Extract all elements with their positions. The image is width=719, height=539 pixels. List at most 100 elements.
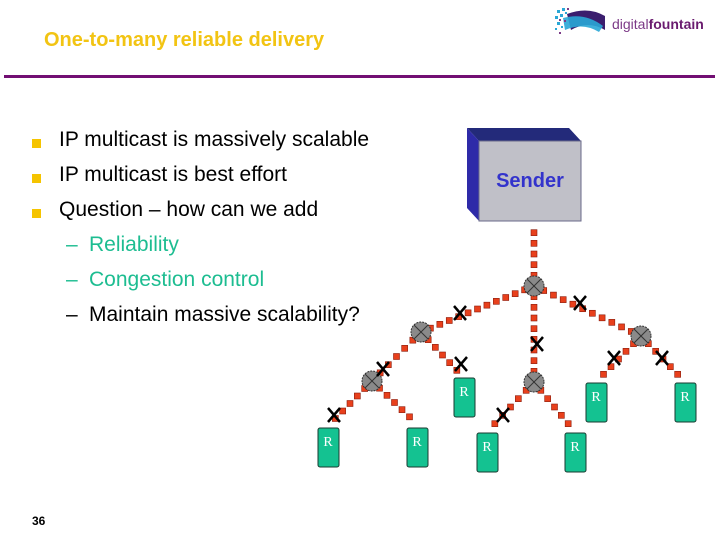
sub-bullet-text: Maintain massive scalability?: [89, 303, 360, 326]
bullet-text: IP multicast is massively scalable: [59, 128, 370, 151]
receiver-label: R: [570, 440, 580, 455]
link-dot: [607, 363, 615, 370]
link-dot: [530, 240, 538, 247]
link-dot: [569, 300, 577, 308]
link-dot: [600, 371, 607, 378]
links-group: [332, 229, 681, 427]
link-dot: [436, 321, 444, 328]
link-dot: [464, 309, 472, 317]
link-dot: [346, 400, 354, 407]
link-dot: [406, 413, 413, 421]
receiver-label: R: [482, 440, 492, 455]
link-dot: [511, 290, 519, 297]
receivers-group: R R R R R R R: [317, 377, 697, 473]
router-icon: [630, 325, 652, 347]
link-dot: [502, 294, 510, 301]
receiver-label: R: [412, 435, 422, 450]
link-dot: [530, 229, 538, 236]
link-dot: [530, 357, 538, 364]
sender-box: [467, 128, 582, 222]
link-dot: [507, 403, 514, 411]
link-dot: [483, 301, 491, 309]
sub-bullet-text: Congestion control: [89, 268, 265, 291]
packet-loss-x-icon: [607, 350, 621, 366]
router-icon: [410, 321, 432, 343]
packet-loss-x-icon: [655, 350, 669, 366]
link-dot: [391, 399, 398, 406]
page-number: 36: [32, 514, 46, 528]
link-dot: [564, 420, 572, 427]
title-divider: [4, 75, 715, 78]
link-dot: [667, 363, 674, 370]
sender-label: Sender: [496, 170, 564, 192]
dash-marker: –: [66, 233, 78, 256]
receiver-label: R: [680, 390, 690, 405]
receiver-node: R: [564, 432, 587, 473]
packet-loss-x-icon: [530, 336, 544, 352]
link-dot: [530, 261, 538, 268]
bullet-square-icon: [32, 174, 41, 183]
bullet-text: Question – how can we add: [59, 198, 319, 221]
link-dot: [674, 371, 681, 378]
packet-loss-x-icon: [376, 361, 390, 377]
link-dot: [383, 392, 391, 399]
logo-text-light: digital: [612, 16, 649, 32]
packet-loss-x-icon: [454, 356, 468, 372]
bullet-item: IP multicast is best effort: [32, 163, 532, 197]
packet-loss-x-icon: [573, 295, 587, 311]
router-icon: [523, 275, 545, 297]
link-dot: [530, 304, 538, 311]
loss-markers-group: [327, 295, 669, 423]
fountain-logo-icon: [555, 8, 605, 34]
link-dot: [530, 314, 538, 322]
receiver-node: R: [476, 432, 499, 473]
link-dot: [558, 412, 565, 419]
receiver-node: R: [585, 382, 608, 423]
company-logo: digitalfountain: [553, 4, 719, 40]
link-dot: [530, 325, 538, 332]
logo-text-bold: fountain: [648, 16, 704, 32]
link-dot: [608, 319, 616, 326]
bullet-square-icon: [32, 209, 41, 218]
link-dot: [559, 296, 567, 303]
receiver-label: R: [591, 390, 601, 405]
link-dot: [445, 317, 453, 324]
receiver-node: R: [674, 382, 697, 423]
link-dot: [598, 314, 606, 322]
bullet-text: IP multicast is best effort: [59, 163, 287, 186]
bullet-item: IP multicast is massively scalable: [32, 128, 532, 162]
dash-marker: –: [66, 268, 78, 291]
packet-loss-x-icon: [327, 407, 341, 423]
link-dot: [493, 298, 500, 305]
link-dot: [551, 403, 558, 411]
link-dot: [339, 407, 346, 415]
receiver-node: R: [317, 427, 340, 468]
dash-marker: –: [66, 303, 78, 326]
receiver-node: R: [406, 427, 429, 468]
packet-loss-x-icon: [453, 305, 467, 321]
link-dot: [439, 351, 446, 359]
link-dot: [354, 392, 361, 400]
router-icon: [523, 371, 545, 393]
bullet-square-icon: [32, 139, 41, 148]
link-dot: [550, 291, 557, 299]
slide-title: One-to-many reliable delivery: [44, 29, 325, 51]
link-dot: [446, 359, 453, 366]
link-dot: [622, 348, 630, 355]
link-dot: [618, 323, 625, 331]
link-dot: [544, 395, 551, 402]
link-dot: [589, 309, 596, 317]
link-dot: [432, 344, 439, 351]
packet-loss-x-icon: [496, 407, 510, 423]
link-dot: [401, 345, 408, 352]
link-dot: [393, 353, 400, 360]
link-dot: [491, 420, 499, 427]
routers-group: [361, 275, 652, 393]
link-dot: [515, 395, 522, 402]
link-dot: [530, 250, 538, 258]
bullet-item: Question – how can we add: [32, 198, 532, 232]
sub-bullet-text: Reliability: [89, 233, 179, 256]
receiver-node: R: [453, 377, 476, 418]
receiver-label: R: [459, 385, 469, 400]
